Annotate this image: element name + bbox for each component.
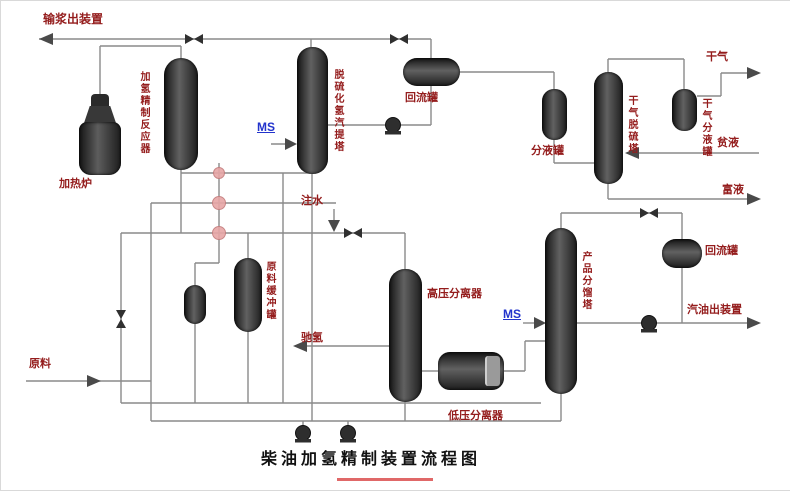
- arrow-drygas-icon: [747, 67, 761, 79]
- diagram-title: 柴油加氢精制装置流程图: [260, 451, 481, 468]
- label-ms2: MS: [503, 307, 521, 321]
- junction-dot-icon: [212, 196, 226, 210]
- valve-icon: [185, 34, 203, 44]
- label-slurry-out: 输浆出装置: [43, 12, 104, 26]
- arrow-feed-icon: [87, 375, 101, 387]
- arrow-ms2-icon: [534, 317, 546, 329]
- label-separator-drum: 分液罐: [531, 145, 564, 157]
- label-reactor: 加氢精制反应器: [138, 71, 149, 155]
- pump-icon: [641, 315, 657, 333]
- label-reflux-drum-2: 回流罐: [705, 245, 738, 257]
- pump-icon: [385, 117, 401, 135]
- label-stripper: 脱硫化氢汽提塔: [332, 69, 343, 153]
- label-water-injection: 注水: [301, 195, 323, 207]
- arrow-gasoline-icon: [747, 317, 761, 329]
- pipe-lines: [26, 38, 759, 426]
- label-dry-gas-ko-drum: 干气分液罐: [700, 98, 711, 158]
- reflux-drum-2: [662, 239, 702, 268]
- valve-icon: [116, 310, 126, 328]
- lp-separator-vessel: [438, 352, 504, 390]
- label-furnace: 加热炉: [59, 178, 92, 190]
- flow-arrows: [39, 33, 761, 387]
- label-feed-surge-drum: 原料缓冲罐: [264, 261, 275, 321]
- pump-icon: [340, 425, 356, 443]
- dry-gas-ko-drum: [672, 89, 697, 131]
- valve-icon: [640, 208, 658, 218]
- label-ms1: MS: [257, 120, 275, 134]
- pump-icon: [295, 425, 311, 443]
- arrow-rich-icon: [747, 193, 761, 205]
- valve-icon: [390, 34, 408, 44]
- reactor-vessel: [164, 58, 198, 170]
- label-hp-separator: 高压分离器: [427, 288, 482, 300]
- valve-icon: [344, 228, 362, 238]
- junction-dot-icon: [213, 167, 225, 179]
- furnace-vessel: [79, 122, 121, 175]
- label-gasoline-out: 汽油出装置: [687, 304, 742, 316]
- furnace-cap: [91, 94, 109, 107]
- feed-surge-drum: [234, 258, 262, 332]
- valves: [116, 34, 658, 328]
- furnace-neck: [84, 106, 116, 123]
- arrow-water-icon: [328, 220, 340, 232]
- title-underline-decor: [337, 478, 433, 481]
- hp-separator-vessel: [389, 269, 422, 402]
- fractionator-column: [545, 228, 577, 394]
- arrow-ms1-icon: [285, 138, 297, 150]
- lp-separator-head: [485, 356, 500, 386]
- reflux-drum-1: [403, 58, 460, 86]
- label-lp-separator: 低压分离器: [448, 410, 503, 422]
- arrow-slurry-out-icon: [39, 33, 53, 45]
- label-dry-gas: 干气: [706, 51, 728, 63]
- label-reflux-drum-1: 回流罐: [405, 92, 438, 104]
- dry-gas-tower: [594, 72, 623, 184]
- label-lean-solution: 贫液: [717, 137, 739, 149]
- separator-drum: [542, 89, 567, 140]
- label-fractionator: 产品分馏塔: [580, 251, 591, 311]
- label-dry-gas-tower: 干气脱硫塔: [626, 95, 637, 155]
- label-purge-hydrogen: 驰氢: [301, 332, 323, 344]
- label-rich-solution: 富液: [722, 184, 744, 196]
- arrow-purge-icon: [293, 340, 307, 352]
- arrow-lean-icon: [625, 147, 639, 159]
- junction-dot-icon: [212, 226, 226, 240]
- junction-dots: [212, 167, 226, 240]
- small-drum: [184, 285, 206, 324]
- stripper-column: [297, 47, 328, 174]
- label-feed: 原料: [29, 358, 51, 370]
- pumps: [295, 117, 657, 443]
